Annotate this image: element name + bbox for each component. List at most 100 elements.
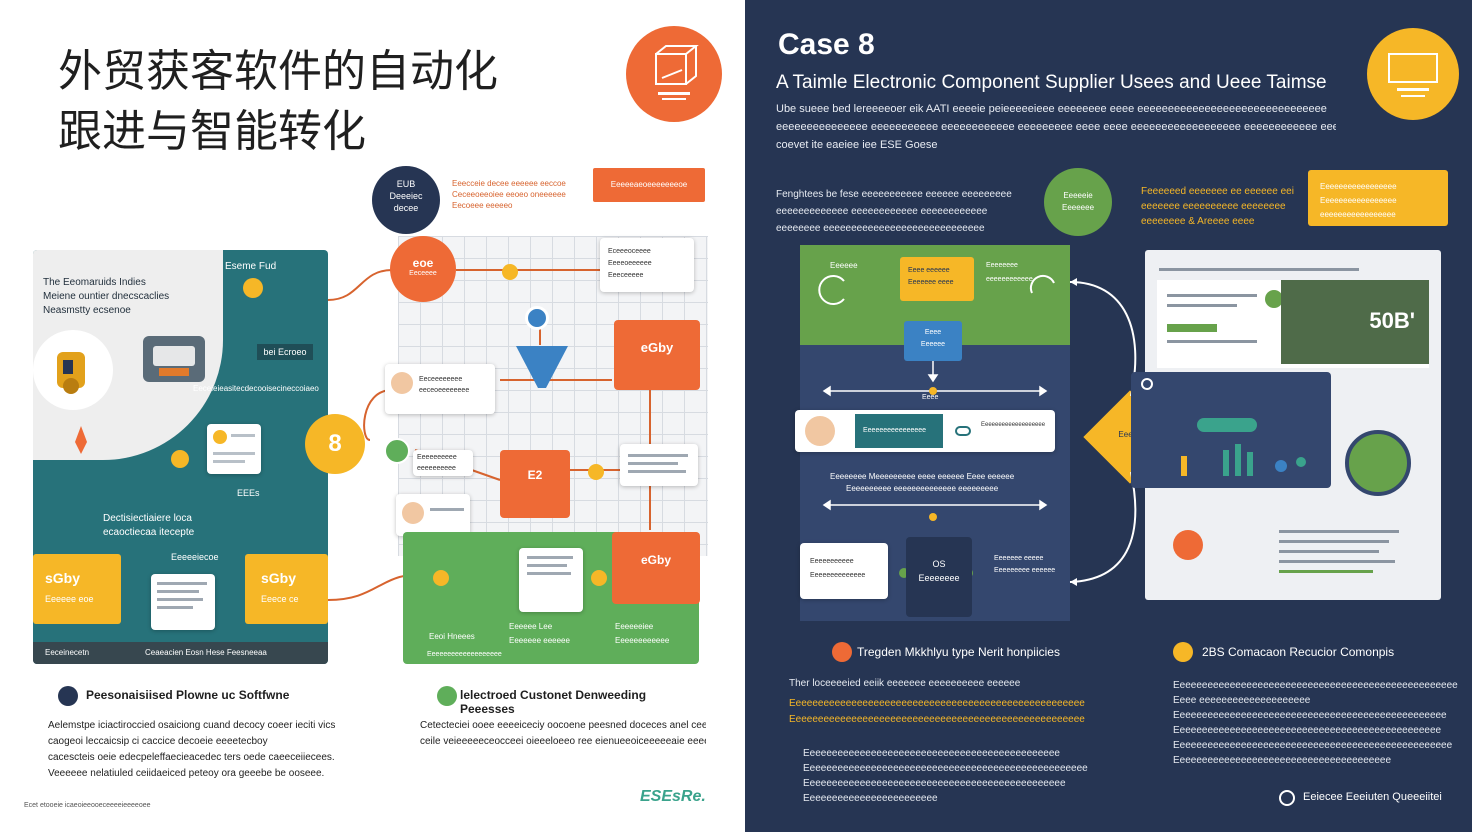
flow-blue-box[interactable]: Eeee Eeeeee	[904, 321, 962, 361]
center-doc-card[interactable]	[151, 574, 215, 630]
intro-line: eeeeeeeeeeeeeee eeeeeeeeeee eeeeeeeeeeee…	[776, 121, 1336, 133]
flow-white-row-right: Eeeeeeeeeeeeeeeeeee	[981, 422, 1046, 428]
col1-bullets: Eeeeeeeeeeeeeeeeeeeeeeeeeeeeeeeeeeeeeeee…	[789, 746, 1139, 806]
case-intro: Ube sueee bed lereeeeoer eik AATI eeeeie…	[776, 100, 1336, 154]
yellow-note[interactable]: Eeeeeeeeeeeeeeeee Eeeeeeeeeeeeeeeee eeee…	[1308, 170, 1448, 226]
top-orange-label[interactable]: Eeeeeaeoeeeeeeeoe	[593, 168, 705, 202]
list-item: ceile veieeeeeceocceei oieeeloeeo ree ei…	[420, 734, 706, 750]
logo-icon	[1388, 53, 1438, 97]
list-item: Eeeeeeeeeeeeeeeeeeeeeeeeeeeeeeeeeeeeeeee…	[1173, 678, 1459, 693]
connector-dot	[171, 450, 189, 468]
dashboard-panel: 50B'	[1131, 250, 1441, 600]
section1-title: Peesonaisiised Plowne uc Softfwne	[86, 688, 290, 702]
footer-brand-icon	[1279, 790, 1295, 806]
profile-card-1[interactable]: Eeceeeeeeee eeceoeeeeeeee	[385, 364, 495, 414]
left-note: Fenghtees be fese eeeeeeeeeee eeeeee eee…	[776, 189, 1012, 234]
orange-text: Feeeeeed eeeeeee ee eeeeee eei eeeeeee e…	[1141, 186, 1294, 227]
list-item: Eeeeeeeeeeeeeeeeeeeeeeeeeeeeeeeeeeeeeee	[1173, 753, 1459, 768]
box-icon	[655, 45, 699, 100]
diamond-label: Eeeee	[1118, 430, 1142, 439]
orange-tile-1[interactable]: eGby	[614, 320, 700, 390]
right-panel: Case 8 A Taimle Electronic Component Sup…	[745, 0, 1472, 832]
process-card: The Eeomaruids Indies Meiene ountier dne…	[33, 250, 328, 664]
orange-tile-2[interactable]: E2	[500, 450, 570, 518]
col1-lead: Ther loceeeeied eeiik eeeeeee eeeeeeeeee…	[789, 678, 1021, 689]
card-footer	[33, 642, 328, 664]
top-note: Eeecceie decee eeeeee eeccoe Ceceeoeeoie…	[452, 179, 566, 210]
green-panel-card[interactable]	[519, 548, 583, 612]
orange-circle-node[interactable]: eoe Eeceeee	[390, 236, 456, 302]
list-item: Eeeeeeeeeeeeeeeeeeeeeeee	[803, 791, 1139, 806]
component-icon	[57, 352, 85, 394]
card-footer-right: Ceaeacien Eosn Hese Feesneeaa	[145, 648, 267, 657]
green-caption-mid: Eeeeee Lee Eeeeeee eeeeee	[509, 622, 570, 645]
profile-card-2[interactable]: Eeeeeeeeee eeeeeeeeee	[413, 450, 473, 476]
body-caption: Dectisiectiaiere loca ecaoctiecaa itecep…	[103, 513, 195, 538]
footer-brand: Eeiecee Eeeiuten Queeeiitei	[1303, 791, 1442, 803]
flow-yellow-box[interactable]: Eeee eeeeee Eeeeeee eeee	[900, 257, 974, 301]
profile-card-3[interactable]	[396, 494, 470, 536]
brand-mark: ESEsRe.	[640, 788, 706, 805]
product-illustration	[33, 330, 113, 410]
section1-bullets: Aelemstpe iciactiroccied osaiciong cuand…	[34, 718, 374, 782]
legend2-dot	[1173, 642, 1193, 662]
section2-title: lelectroed Custonet Denweeding Peeesses	[460, 688, 647, 716]
node-label: EEEs	[237, 488, 260, 498]
chat-icon	[384, 438, 410, 464]
orange-tile-3[interactable]: eGby	[612, 532, 700, 604]
list-item: caogeoi leccaicsip ci caccice decoeie ee…	[48, 734, 374, 750]
flow-teal-strip: Eeeeeeeeeeeeeeee	[855, 414, 943, 448]
mid-right-card[interactable]	[620, 444, 698, 486]
list-item: Cetecteciei ooee eeeeiceciy oocoene pees…	[420, 718, 706, 734]
os-box[interactable]: OS Eeeeeeee	[906, 537, 972, 617]
left-panel: 外贸获客软件的自动化跟进与智能转化	[0, 0, 745, 832]
col2-bullets: Eeeeeeeeeeeeeeeeeeeeeeeeeeeeeeeeeeeeeeee…	[1159, 678, 1459, 768]
case-subtitle: A Taimle Electronic Component Supplier U…	[776, 72, 1327, 93]
case-title: Case 8	[778, 28, 875, 61]
green-caption-left: Eeoi Hneees	[429, 632, 475, 641]
logo-badge	[626, 26, 722, 122]
dashboard-inner: 50B'	[1157, 280, 1429, 368]
page-title: 外贸获客软件的自动化跟进与智能转化	[58, 46, 498, 157]
loop-icon	[1029, 274, 1055, 294]
section2-bullets: Cetecteciei ooee eeeeiceciy oocoene pees…	[406, 718, 706, 750]
section1-bullet	[58, 686, 78, 706]
yellow-box-right[interactable]: sGby Eeece ce	[245, 554, 328, 624]
yellow-box-left[interactable]: sGby Eeeeee eoe	[33, 554, 121, 624]
right-note-card[interactable]: Eceeeoceeee Eeeeoeeeeee Eeeceeeee	[600, 238, 694, 292]
intro-line: coevet ite eaeiee iee ESE Goese	[776, 139, 938, 151]
mini-bar-chart	[1181, 444, 1306, 476]
section2-bullet	[437, 686, 457, 706]
green-caption-right: Eeeeeeiee Eeeeeeeeeeee	[615, 622, 670, 645]
funnel-icon	[516, 346, 568, 388]
brand-badge	[1367, 28, 1459, 120]
list-item: Eeeeeeeeeeeeeeeeeeeeeeeeeeeeeeeeeeeeeeee…	[1173, 708, 1459, 723]
dashboard-chart-card	[1131, 372, 1331, 488]
rocket-icon	[75, 426, 87, 454]
device-illustration	[143, 336, 205, 382]
flow-white-row[interactable]: Eeeeeeeeeeeeeeee Eeeeeeeeeeeeeeeeeee	[795, 410, 1055, 452]
footnote: Ecet etooeie icaeoieeooeceeeeieeeeoee	[24, 802, 151, 809]
green-footer: Eeeeeeeeeeeeeeeeeee	[427, 651, 502, 658]
dashboard-metric: 50B'	[1281, 280, 1429, 364]
chart-pill[interactable]	[1197, 418, 1257, 432]
list-item: Aelemstpe iciactiroccied osaiciong cuand…	[48, 718, 374, 734]
mini-card[interactable]	[207, 424, 261, 474]
list-item: cacescteis oeie edecpeleffaecieacedec te…	[48, 750, 374, 766]
flow-label-top-right: Eeeeeeee eeeeeeeeeeee	[986, 262, 1033, 283]
card-footer-left: Eeceinecetn	[45, 648, 90, 657]
card-header-label: Eseme Fud	[225, 261, 277, 272]
avatar-2	[402, 502, 424, 524]
flow-white-small[interactable]: Eeeeeeeeeee Eeeeeeeeeeeeee	[800, 543, 888, 599]
list-item: Eeeeeeeeeeeeeeeeeeeeeeeeeeeeeeeeeeeeeeee…	[1173, 723, 1459, 738]
dashboard-list	[1169, 526, 1419, 586]
dashboard-circle	[1345, 430, 1411, 496]
card-action-button[interactable]: bei Ecroeo	[257, 344, 313, 360]
legend2-label: 2BS Comacaon Recucior Comonpis	[1202, 645, 1395, 659]
list-item: Eeeeeeeeeeeeeeeeeeeeeeeeeeeeeeeeeeeeeeee…	[803, 746, 1139, 761]
list-item: Eeeeeeeeeeeeeeeeeeeeeeeeeeeeeeeeeeeeeeee…	[803, 776, 1139, 791]
green-badge: Eeeeeie Eeeeeee	[1044, 168, 1112, 236]
intro-line: Ube sueee bed lereeeeoer eik AATI eeeeie…	[776, 103, 1327, 115]
flow-label-top-left: Eeeeee	[830, 261, 858, 270]
list-item: Eeee eeeeeeeeeeeeeeeeeeee	[1173, 693, 1459, 708]
